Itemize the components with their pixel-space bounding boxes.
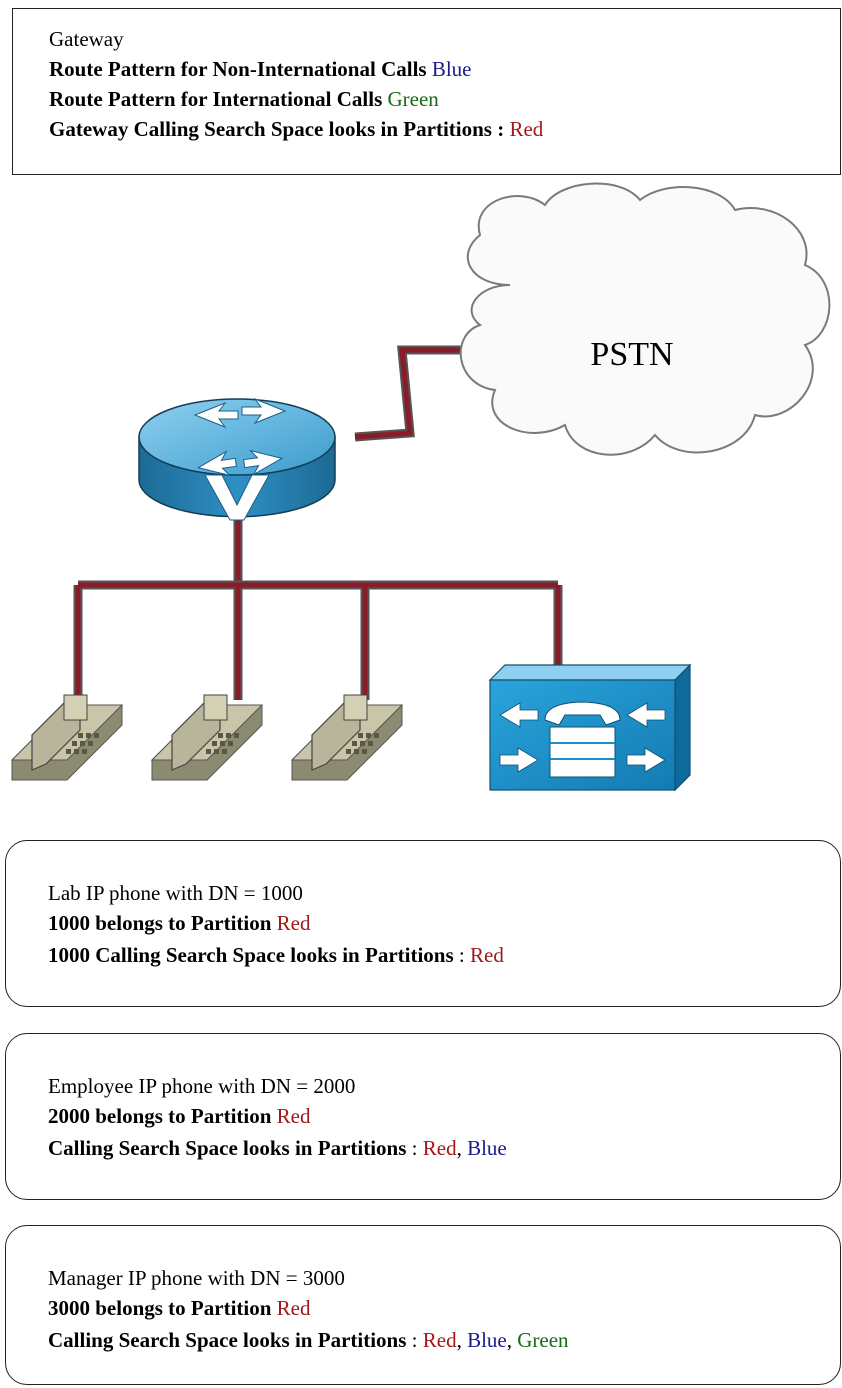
lab-css-label: 1000 Calling Search Space looks in Parti…	[48, 943, 454, 967]
network-links	[73, 345, 563, 730]
pstn-cloud: PSTN	[459, 182, 831, 456]
employee-phone-title: Employee IP phone with DN = 2000	[48, 1074, 356, 1098]
ip-phone-icon-2	[150, 694, 264, 781]
pstn-label: PSTN	[590, 336, 673, 373]
gateway-line-intl: Route Pattern for International Calls Gr…	[49, 87, 439, 111]
manager-phone-info-box: Manager IP phone with DN = 3000 3000 bel…	[5, 1225, 841, 1385]
nonintl-route-label: Route Pattern for Non-International Call…	[49, 57, 427, 81]
manager-phone-title: Manager IP phone with DN = 3000	[48, 1266, 345, 1290]
lab-css-sep: :	[458, 943, 465, 967]
employee-css-comma: ,	[456, 1136, 462, 1160]
manager-css-value-blue: Blue	[467, 1328, 507, 1352]
lab-phone-info-box: Lab IP phone with DN = 1000 1000 belongs…	[5, 840, 841, 1007]
lab-phone-partition-line: 1000 belongs to Partition Red	[48, 911, 311, 935]
lan-bus	[73, 580, 563, 730]
ip-phone-icon-3	[290, 694, 404, 781]
intl-route-value: Green	[387, 87, 439, 111]
employee-css-label: Calling Search Space looks in Partitions	[48, 1136, 407, 1160]
gateway-info-box: Gateway Route Pattern for Non-Internatio…	[12, 8, 841, 175]
manager-css-label: Calling Search Space looks in Partitions	[48, 1328, 407, 1352]
manager-css-value-red: Red	[422, 1328, 457, 1352]
gateway-css-label: Gateway Calling Search Space looks in Pa…	[49, 117, 505, 141]
manager-css-sep: :	[411, 1328, 418, 1352]
employee-phone-partition-line: 2000 belongs to Partition Red	[48, 1104, 311, 1128]
gateway-line-nonintl: Route Pattern for Non-International Call…	[49, 57, 472, 81]
lab-partition-value: Red	[276, 911, 311, 935]
voice-router-icon: V	[138, 397, 336, 521]
gateway-line-css: Gateway Calling Search Space looks in Pa…	[49, 117, 543, 141]
employee-css-value-blue: Blue	[467, 1136, 507, 1160]
network-diagram: PSTN V	[10, 182, 831, 792]
employee-partition-label: 2000 belongs to Partition	[48, 1104, 272, 1128]
manager-partition-label: 3000 belongs to Partition	[48, 1296, 272, 1320]
gateway-title: Gateway	[49, 27, 124, 51]
lab-phone-css-line: 1000 Calling Search Space looks in Parti…	[48, 943, 504, 967]
lab-partition-label: 1000 belongs to Partition	[48, 911, 272, 935]
manager-partition-value: Red	[276, 1296, 311, 1320]
gateway-css-value: Red	[509, 117, 544, 141]
nonintl-route-value: Blue	[431, 57, 472, 81]
employee-phone-info-box: Employee IP phone with DN = 2000 2000 be…	[5, 1033, 841, 1200]
lab-css-value-red: Red	[470, 943, 504, 967]
employee-css-value-red: Red	[422, 1136, 457, 1160]
employee-partition-value: Red	[276, 1104, 311, 1128]
manager-css-value-green: Green	[517, 1328, 569, 1352]
intl-route-label: Route Pattern for International Calls	[49, 87, 383, 111]
manager-css-comma-2: ,	[506, 1328, 512, 1352]
manager-css-comma-1: ,	[456, 1328, 462, 1352]
callmanager-server-icon	[488, 663, 692, 792]
manager-phone-css-line: Calling Search Space looks in Partitions…	[48, 1328, 569, 1352]
employee-phone-css-line: Calling Search Space looks in Partitions…	[48, 1136, 507, 1160]
ip-phone-icon-1	[10, 694, 124, 781]
manager-phone-partition-line: 3000 belongs to Partition Red	[48, 1296, 311, 1320]
lab-phone-title: Lab IP phone with DN = 1000	[48, 881, 303, 905]
employee-css-sep: :	[411, 1136, 418, 1160]
